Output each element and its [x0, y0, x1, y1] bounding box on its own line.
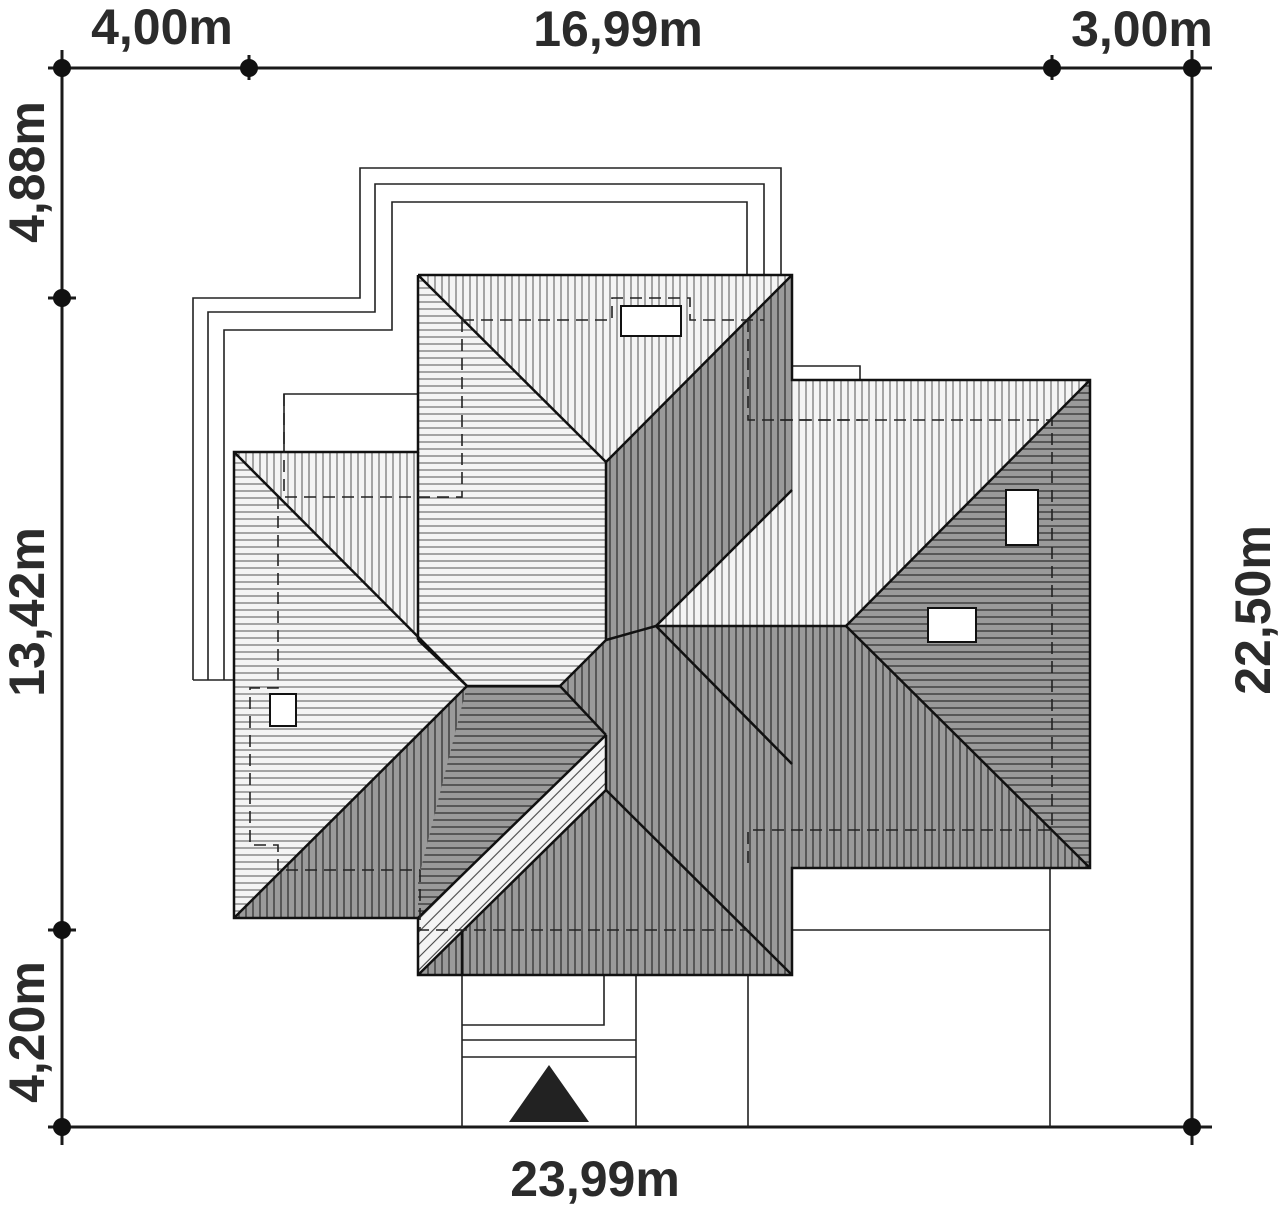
roof-ridges — [232, 273, 1092, 977]
dim-bottom: 23,99m — [510, 1151, 680, 1205]
dim-right: 22,50m — [1225, 525, 1280, 695]
dim-left-bottom: 4,20m — [0, 961, 55, 1103]
wall-footprint-dashed — [249, 297, 1053, 931]
skylights — [269, 305, 1039, 727]
roof-central-block — [418, 275, 792, 975]
dim-top-right: 3,00m — [1071, 1, 1213, 57]
skylight-left — [269, 693, 297, 727]
dim-left-top: 4,88m — [0, 101, 55, 243]
dim-top-left: 4,00m — [91, 0, 233, 55]
skylight-right-upper — [1005, 489, 1039, 546]
dim-top-middle: 16,99m — [533, 1, 703, 57]
skylight-top — [620, 305, 682, 337]
skylight-right-lower — [927, 607, 977, 643]
roof-front-gable — [418, 735, 792, 975]
entrance-triangle-icon — [509, 1065, 589, 1122]
dim-left-middle: 13,42m — [0, 527, 55, 697]
dimension-markers — [53, 59, 1201, 1136]
